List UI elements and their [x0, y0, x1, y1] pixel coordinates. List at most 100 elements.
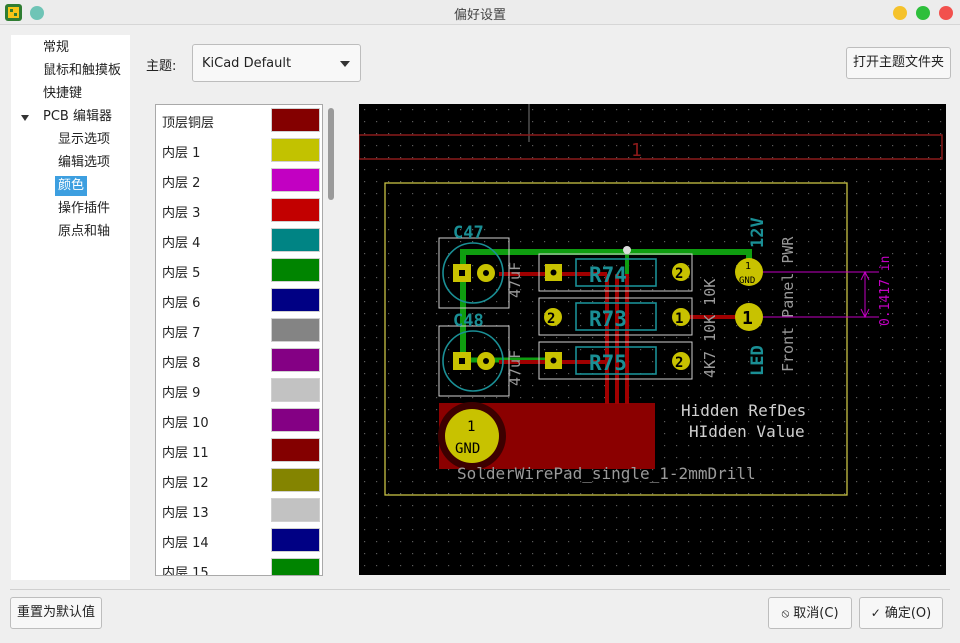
layer-row[interactable]: 内层 7 [156, 315, 322, 345]
window-menu-icon[interactable] [30, 6, 44, 20]
color-swatch[interactable] [271, 168, 320, 192]
nav-item-colors[interactable]: 颜色 [55, 176, 88, 196]
color-swatch[interactable] [271, 258, 320, 282]
layer-row[interactable]: 内层 1 [156, 135, 322, 165]
svg-text:1: 1 [745, 261, 751, 272]
theme-selected-value: KiCad Default [202, 56, 292, 71]
svg-text:GND: GND [455, 441, 480, 457]
color-swatch[interactable] [271, 438, 320, 462]
nav-item-display-options[interactable]: 显示选项 [58, 132, 111, 147]
layer-row[interactable]: 内层 11 [156, 435, 322, 465]
layer-row[interactable]: 内层 6 [156, 285, 322, 315]
layer-row[interactable]: 内层 14 [156, 525, 322, 555]
layer-name: 内层 11 [162, 446, 209, 461]
layer-row[interactable]: 内层 9 [156, 375, 322, 405]
layer-row[interactable]: 内层 2 [156, 165, 322, 195]
pad [735, 258, 763, 286]
color-swatch[interactable] [271, 498, 320, 522]
layer-row[interactable]: 内层 8 [156, 345, 322, 375]
layer-name: 内层 8 [162, 356, 201, 371]
pad [735, 303, 763, 331]
layer-row[interactable]: 内层 15 [156, 555, 322, 575]
via [623, 246, 631, 254]
color-swatch[interactable] [271, 378, 320, 402]
cancel-button[interactable]: ⦸取消(C) [768, 597, 852, 629]
svg-text:1: 1 [742, 308, 753, 329]
nav-item-hotkeys[interactable]: 快捷键 [43, 86, 83, 101]
net-led-label: LED [748, 345, 768, 376]
theme-dropdown[interactable]: KiCad Default [192, 44, 361, 82]
expand-arrow-icon[interactable] [21, 115, 29, 121]
layer-name: 内层 4 [162, 236, 201, 251]
ruler-label: 1 [631, 140, 642, 161]
svg-text:GND: GND [739, 276, 755, 286]
svg-text:2: 2 [675, 266, 683, 282]
nav-item-mouse-touchpad[interactable]: 鼠标和触摸板 [43, 63, 122, 78]
close-button[interactable] [939, 6, 953, 20]
c47-value: 47uF [506, 262, 524, 298]
color-swatch[interactable] [271, 228, 320, 252]
ok-label: 确定(O) [884, 606, 932, 621]
open-theme-folder-button[interactable]: 打开主题文件夹 [846, 47, 951, 79]
hidden-value-label: HIdden Value [689, 422, 805, 441]
layer-row[interactable]: 内层 13 [156, 495, 322, 525]
c47-courtyard [438, 237, 510, 309]
front-panel-label: Front Panel PWR [779, 236, 797, 372]
layer-name: 内层 14 [162, 536, 209, 551]
layer-name: 内层 10 [162, 416, 209, 431]
layer-name: 内层 6 [162, 296, 201, 311]
r73-footprint: 2 1 R73 [538, 297, 693, 336]
c47-refdes: C47 [453, 223, 484, 243]
preferences-tree: 常规 鼠标和触摸板 快捷键 PCB 编辑器 显示选项 编辑选项 颜色 操作插件 … [11, 35, 130, 580]
reset-defaults-button[interactable]: 重置为默认值 [10, 597, 102, 629]
color-swatch[interactable] [271, 318, 320, 342]
nav-item-general[interactable]: 常规 [43, 40, 70, 55]
c48-refdes: C48 [453, 311, 484, 331]
minimize-button[interactable] [893, 6, 907, 20]
color-swatch[interactable] [271, 288, 320, 312]
resistor-values: 4K7 10K 10K [701, 279, 719, 378]
theme-label: 主题: [146, 59, 177, 74]
color-swatch[interactable] [271, 408, 320, 432]
c48-courtyard [438, 325, 510, 397]
color-swatch[interactable] [271, 108, 320, 132]
r73-refdes: R73 [589, 307, 627, 331]
layer-name: 内层 1 [162, 146, 201, 161]
layer-name: 内层 5 [162, 266, 201, 281]
layer-name: 内层 3 [162, 206, 201, 221]
nav-item-editing-options[interactable]: 编辑选项 [58, 155, 111, 170]
nav-item-action-plugins[interactable]: 操作插件 [58, 201, 111, 216]
layer-row[interactable]: 内层 12 [156, 465, 322, 495]
color-swatch[interactable] [271, 138, 320, 162]
layer-row[interactable]: 内层 4 [156, 225, 322, 255]
r75-refdes: R75 [589, 351, 627, 375]
window-title: 偏好设置 [453, 8, 506, 23]
layer-row[interactable]: 内层 5 [156, 255, 322, 285]
color-swatch[interactable] [271, 468, 320, 492]
color-swatch[interactable] [271, 198, 320, 222]
svg-text:2: 2 [547, 311, 555, 327]
color-swatch[interactable] [271, 558, 320, 575]
layer-name: 内层 9 [162, 386, 201, 401]
footer-separator [10, 589, 950, 590]
cancel-icon: ⦸ [781, 606, 790, 620]
layer-list-scrollbar[interactable] [328, 108, 334, 200]
color-swatch[interactable] [271, 528, 320, 552]
layer-row[interactable]: 顶层铜层 [156, 105, 322, 135]
nav-item-pcb-editor[interactable]: PCB 编辑器 [43, 109, 112, 124]
nav-item-origins-axes[interactable]: 原点和轴 [58, 224, 111, 239]
title-bar: 偏好设置 [0, 0, 960, 25]
footprint-name: SolderWirePad_single_1-2mmDrill [457, 464, 756, 483]
c48-value: 47uF [506, 350, 524, 386]
svg-text:0.1417 in: 0.1417 in [878, 256, 893, 326]
maximize-button[interactable] [916, 6, 930, 20]
pad [445, 409, 499, 463]
ok-button[interactable]: ✓确定(O) [859, 597, 943, 629]
color-swatch[interactable] [271, 348, 320, 372]
layer-name: 内层 12 [162, 476, 209, 491]
layer-color-list: 顶层铜层 内层 1 内层 2 内层 3 内层 4 内层 5 内层 6 内层 7 … [155, 104, 323, 576]
layer-row[interactable]: 内层 3 [156, 195, 322, 225]
layer-row[interactable]: 内层 10 [156, 405, 322, 435]
layer-name: 内层 2 [162, 176, 201, 191]
cancel-label: 取消(C) [793, 606, 839, 621]
